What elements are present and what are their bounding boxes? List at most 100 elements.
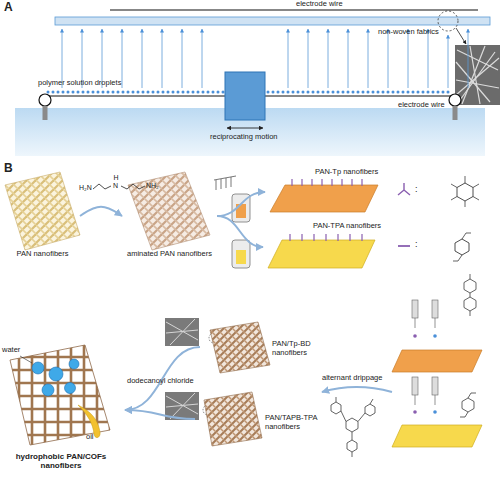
node-label: hydrophobic PAN/COFs nanofibers	[0, 452, 122, 470]
water-drop	[49, 367, 63, 381]
label-text: :	[415, 185, 418, 195]
comb-bar	[214, 176, 236, 180]
water-drop	[65, 383, 76, 394]
label-text: non-woven fabrics	[378, 28, 439, 36]
fiber-mat	[210, 322, 270, 373]
label-text: A	[4, 1, 13, 14]
process-arrow	[125, 347, 200, 410]
sem-image	[165, 318, 199, 346]
comb-tooth	[226, 178, 227, 188]
carriage-block	[225, 72, 265, 120]
label-text: B	[4, 162, 13, 175]
jet-arrow	[428, 29, 429, 88]
pillar	[325, 234, 326, 241]
pillar	[351, 179, 352, 186]
jet-arrow	[388, 29, 389, 88]
droplet	[433, 410, 437, 414]
jet-arrow	[368, 29, 369, 88]
cof-sheet	[392, 350, 482, 372]
cof-sheet	[270, 185, 378, 212]
jet-arrow	[448, 35, 449, 88]
double-arrow	[227, 128, 263, 129]
process-arrow	[322, 387, 392, 392]
cof-sheet	[268, 240, 375, 268]
fiber-node: PAN/Tp-BD nanofibers	[200, 318, 320, 376]
water-drop	[32, 362, 44, 374]
comb-tooth	[221, 179, 222, 189]
electrode-wire	[110, 9, 478, 10]
sem-image	[165, 392, 199, 420]
benzene-ring	[346, 418, 358, 432]
comb-icon	[214, 176, 236, 190]
bond-line	[451, 176, 479, 207]
label-text: oil	[86, 433, 94, 441]
bond-line	[93, 184, 111, 189]
bond-line	[336, 397, 373, 457]
pulley-wheel	[39, 94, 51, 106]
comb-tooth	[216, 180, 217, 190]
label-text: water	[2, 346, 20, 354]
pillar	[313, 234, 314, 241]
water-drop	[69, 359, 79, 369]
label-text: H₂N	[79, 184, 92, 192]
pillar	[301, 179, 302, 186]
sem-fiber	[457, 50, 498, 70]
label-text: alternant drippage	[322, 374, 382, 382]
jet-arrow	[328, 29, 329, 88]
jet-arrow	[162, 29, 163, 88]
jet-arrow	[348, 29, 349, 88]
water-drop	[42, 384, 54, 396]
label-text: electrode wire	[398, 101, 445, 109]
droplet	[413, 334, 417, 338]
leader-line	[20, 356, 32, 363]
fiber-node: hydrophobic PAN/COFs nanofibers	[0, 340, 125, 480]
autoclave	[232, 194, 250, 222]
jet-arrow	[408, 29, 409, 88]
benzene-ring	[365, 404, 375, 416]
benzene-ring	[464, 279, 476, 293]
pillar	[321, 179, 322, 186]
pillar	[331, 179, 332, 186]
label-text: N	[113, 182, 118, 190]
cof-sheet	[392, 425, 482, 447]
benzene-ring	[462, 398, 474, 412]
jet-arrow	[142, 29, 143, 88]
node-label: aminated PAN nanofibers	[122, 250, 217, 259]
jet-arrow	[182, 29, 183, 88]
pillar	[311, 179, 312, 186]
pillar	[289, 234, 290, 241]
sem-fibers	[166, 393, 198, 419]
fabric-band	[55, 17, 490, 25]
leader-line	[456, 28, 466, 44]
node-label: PAN nanofibers	[5, 250, 80, 259]
zoom-circle	[438, 11, 458, 31]
pillar	[349, 234, 350, 241]
fiber-node: PAN nanofibers	[5, 172, 80, 260]
fiber-mesh	[10, 345, 110, 445]
needle	[435, 318, 436, 328]
pillar	[301, 234, 302, 241]
process-arrow	[125, 410, 195, 419]
syringe	[412, 377, 418, 395]
tpa-pillars	[290, 234, 362, 241]
tripod-icon	[398, 183, 410, 195]
needle	[415, 395, 416, 405]
jet-arrow	[468, 29, 469, 88]
autoclave-liquid	[236, 204, 246, 218]
sem-fiber	[462, 46, 485, 104]
needle	[435, 395, 436, 405]
bond-line	[460, 393, 476, 417]
label-text: reciprocating motion	[210, 133, 278, 141]
jet-arrow	[308, 29, 309, 88]
water-drops	[32, 359, 79, 396]
benzene-ring	[331, 402, 341, 414]
benzene-ring	[347, 440, 357, 452]
label-text: dodecanoyl chloride	[127, 377, 194, 385]
bond-line	[453, 233, 471, 261]
node-label: PAN-TPA nanofibers	[313, 222, 388, 231]
needle	[415, 318, 416, 328]
tripod	[398, 183, 410, 195]
